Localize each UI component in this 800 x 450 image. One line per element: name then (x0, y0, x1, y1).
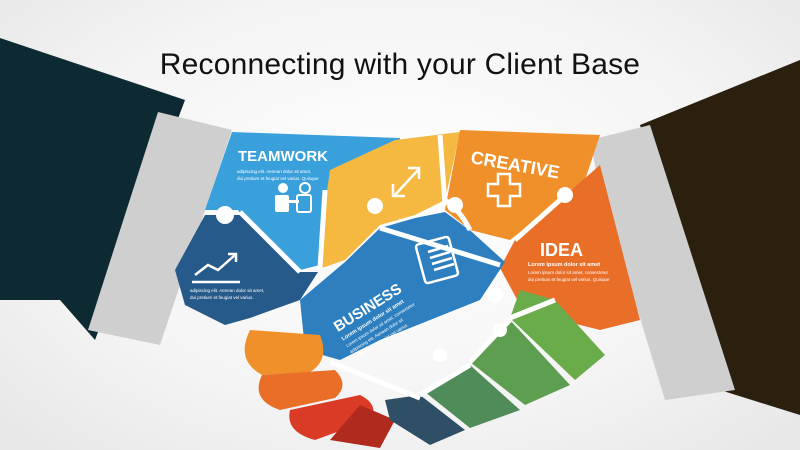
right-sleeve (640, 60, 800, 415)
finger-orange (244, 330, 324, 375)
slide-title: Reconnecting with your Client Base (159, 48, 641, 81)
growth-line1: adipiscing elit. Aenean dolor sit amet, (190, 288, 264, 293)
tablet-icon (414, 235, 460, 285)
growth-line2: dui pretium et feugiat vel varius. (190, 295, 254, 300)
teamwork-line2: dui pretium et feugiat vel varius. Quisq… (237, 176, 319, 181)
yellow-piece (322, 132, 460, 268)
finger-deep-orange (258, 370, 343, 410)
finger-green (470, 320, 570, 405)
finger-red (289, 395, 374, 440)
left-cuff (88, 112, 232, 345)
finger-light-green (510, 290, 605, 380)
left-sleeve (0, 38, 185, 340)
teamwork-line1: adipiscing elit. Aenean dolor sit amet, (237, 169, 311, 174)
teamwork-heading: TEAMWORK (238, 148, 328, 165)
plus-icon (486, 172, 522, 208)
finger-dark-red (330, 405, 395, 448)
expand-arrows-icon (391, 166, 421, 198)
finger-teal (385, 395, 465, 445)
idea-line3: dui pretium et feugiat vel varius. Quisq… (528, 277, 610, 282)
puzzle-knobs (216, 187, 573, 362)
finger-dark-green (425, 365, 520, 428)
idea-piece (500, 165, 640, 330)
right-cuff (590, 125, 735, 400)
growth-piece (175, 215, 318, 325)
idea-line1: Lorem ipsum dolor sit amet (528, 262, 600, 268)
creative-piece (445, 130, 600, 240)
idea-line2: Lorem ipsum dolor sit amet, consectetur (528, 270, 609, 275)
puzzle-seams (238, 134, 562, 401)
people-icon (275, 182, 312, 213)
idea-heading: IDEA (540, 240, 583, 260)
growth-chart-icon (192, 252, 240, 284)
